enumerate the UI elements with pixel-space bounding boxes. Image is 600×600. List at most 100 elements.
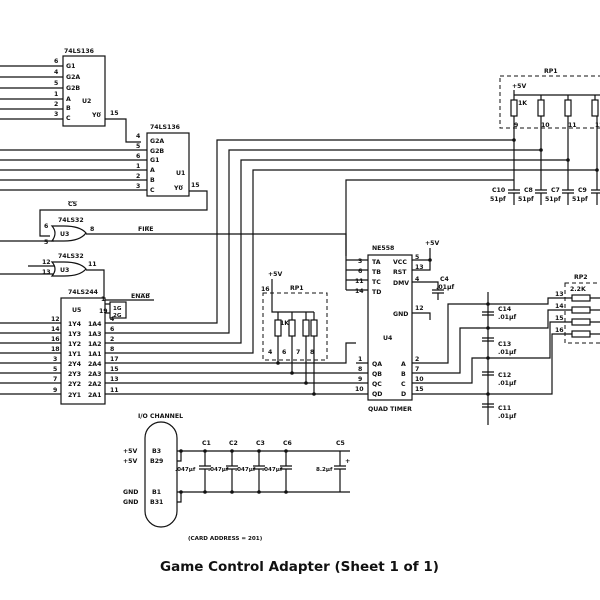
u5-left-pin-6: 7 bbox=[53, 376, 57, 383]
io-label: I/O CHANNEL bbox=[138, 413, 183, 420]
u5-right-pin-0: 4 bbox=[110, 316, 115, 323]
u5-buffer: 74LS244 U5 1G 2G 1 19 1Y4 1Y3 1Y2 1Y1 2Y… bbox=[0, 139, 597, 405]
u4-pin-8: 8 bbox=[358, 366, 362, 373]
u1-pinnum-6: 6 bbox=[136, 153, 140, 160]
u4-pin-5: 5 bbox=[415, 254, 419, 261]
u4-pin-6: 6 bbox=[358, 268, 362, 275]
u4-qc: QC bbox=[372, 381, 382, 388]
u5-left-label-2: 1Y2 bbox=[68, 341, 81, 348]
u4-caption: QUAD TIMER bbox=[368, 406, 412, 413]
u4-pin-15: 15 bbox=[415, 386, 424, 393]
u5-right-label-5: 2A3 bbox=[88, 371, 101, 378]
u2-pinnum-6: 6 bbox=[54, 58, 58, 65]
io-card-address: (CARD ADDRESS = 201) bbox=[188, 536, 263, 542]
fire-signal-label: FIRE bbox=[138, 226, 154, 233]
u5-left-pin-1: 14 bbox=[51, 326, 60, 333]
u2-pin-y0: Y0 bbox=[91, 112, 101, 119]
rp1-left-pin-16: 16 bbox=[261, 286, 270, 293]
u5-right-pin-1: 6 bbox=[110, 326, 114, 333]
u3b-part: 74LS32 bbox=[58, 253, 84, 260]
u4-pin-7: 7 bbox=[415, 366, 419, 373]
c9-value: 51pf bbox=[572, 196, 588, 203]
u4-a: A bbox=[401, 361, 406, 368]
u5-ctrl-2g: 2G bbox=[113, 313, 122, 319]
u4-qb: QB bbox=[372, 371, 382, 378]
rp1-top-value: 1K bbox=[518, 100, 527, 107]
u4-pin-10: 10 bbox=[355, 386, 364, 393]
u5-left-pin-5: 5 bbox=[53, 366, 57, 373]
u4-pin-12: 12 bbox=[415, 305, 424, 312]
u4-ta: TA bbox=[372, 259, 381, 266]
u2-pinnum-15: 15 bbox=[110, 110, 119, 117]
u1-pinnum-2: 2 bbox=[136, 173, 140, 180]
sheet-title: Game Control Adapter (Sheet 1 of 1) bbox=[160, 559, 439, 575]
c5-value: 8.2μf bbox=[316, 467, 333, 473]
u4-pin-13: 13 bbox=[415, 264, 424, 271]
u5-right-pin-3: 8 bbox=[110, 346, 114, 353]
u4-part: NE558 bbox=[372, 245, 394, 252]
u2-pinnum-2: 2 bbox=[54, 101, 58, 108]
c14-value: .01μf bbox=[498, 314, 517, 321]
u2-pinnum-4: 4 bbox=[54, 69, 59, 76]
u3-gate-fire: 74LS32 U3 6 5 8 FIRE bbox=[0, 217, 347, 256]
u5-left-label-1: 1Y3 bbox=[68, 331, 81, 338]
u2-pin-c: C bbox=[66, 115, 71, 122]
io-pin-b29: B29 bbox=[150, 458, 163, 465]
c3-ref: C3 bbox=[256, 440, 265, 447]
u1-pin-a: A bbox=[150, 167, 155, 174]
u5-right-pin-2: 2 bbox=[110, 336, 114, 343]
c8-value: 51pf bbox=[518, 196, 534, 203]
u3-gate-enab: 74LS32 U3 12 13 11 ENAB bbox=[0, 253, 154, 314]
rp1-left-supply: +5V bbox=[268, 271, 282, 278]
io-net-gnd-2: GND bbox=[123, 499, 138, 506]
c13-value: .01μf bbox=[498, 349, 517, 356]
u5-left-pin-0: 12 bbox=[51, 316, 60, 323]
u4-pin-1: 1 bbox=[358, 356, 362, 363]
u5-right-label-0: 1A4 bbox=[88, 321, 102, 328]
u5-left-label-5: 2Y3 bbox=[68, 371, 81, 378]
u1-pinnum-1: 1 bbox=[136, 163, 140, 170]
rp2-pin-13: 13 bbox=[555, 291, 564, 298]
u4-td: TD bbox=[372, 289, 381, 296]
rp2-ref: RP2 bbox=[574, 274, 588, 281]
u5-ref: U5 bbox=[72, 307, 81, 314]
c7-ref: C7 bbox=[551, 187, 560, 194]
u5-ctrl-pin-19: 19 bbox=[99, 308, 108, 315]
u4-supply: +5V bbox=[425, 240, 439, 247]
u5-right-label-2: 1A2 bbox=[88, 341, 101, 348]
u3b-ref: U3 bbox=[60, 267, 69, 274]
rp1-left-pin-7: 7 bbox=[296, 349, 300, 356]
u3a-part: 74LS32 bbox=[58, 217, 84, 224]
rp1-top-pin-10: 10 bbox=[541, 122, 550, 129]
io-pin-b31: B31 bbox=[150, 499, 163, 506]
c6-ref: C6 bbox=[283, 440, 292, 447]
io-pin-b1: B1 bbox=[152, 489, 161, 496]
rp1-left-pin-4: 4 bbox=[268, 349, 273, 356]
u5-left-label-6: 2Y2 bbox=[68, 381, 81, 388]
u3b-pin-11: 11 bbox=[88, 261, 97, 268]
u4-d: D bbox=[401, 391, 406, 398]
c14-ref: C14 bbox=[498, 306, 512, 313]
u2-pin-g2b: G2B bbox=[66, 85, 80, 92]
u4-c: C bbox=[401, 381, 406, 388]
u4-dmv: DMV bbox=[393, 280, 409, 287]
u1-part: 74LS136 bbox=[150, 124, 180, 131]
c4-capacitor: C4 .01μf bbox=[432, 276, 455, 300]
u5-ctrl-1g: 1G bbox=[113, 306, 122, 312]
u5-right-pin-7: 11 bbox=[110, 387, 119, 394]
u4-rst: RST bbox=[393, 269, 407, 276]
u1-pinnum-3: 3 bbox=[136, 183, 140, 190]
u5-part: 74LS244 bbox=[68, 289, 99, 296]
u2-pinnum-1: 1 bbox=[54, 91, 58, 98]
u5-right-pin-4: 17 bbox=[110, 356, 119, 363]
rp1-top-ref: RP1 bbox=[544, 68, 558, 75]
u5-right-label-3: 1A1 bbox=[88, 351, 101, 358]
u2-pin-g1: G1 bbox=[66, 63, 75, 70]
rp1-left-resistor-pack: +5V RP1 1K 16 4 6 7 8 bbox=[261, 271, 328, 396]
rp1-left-value: 1K bbox=[280, 320, 289, 327]
u5-right-label-4: 2A4 bbox=[88, 361, 102, 368]
u4-vcc: VCC bbox=[393, 259, 407, 266]
u4-quad-timer: NE558 U4 QUAD TIMER TA TB TC TD 3 6 11 1… bbox=[345, 240, 488, 413]
c5-polarity: + bbox=[345, 457, 350, 465]
